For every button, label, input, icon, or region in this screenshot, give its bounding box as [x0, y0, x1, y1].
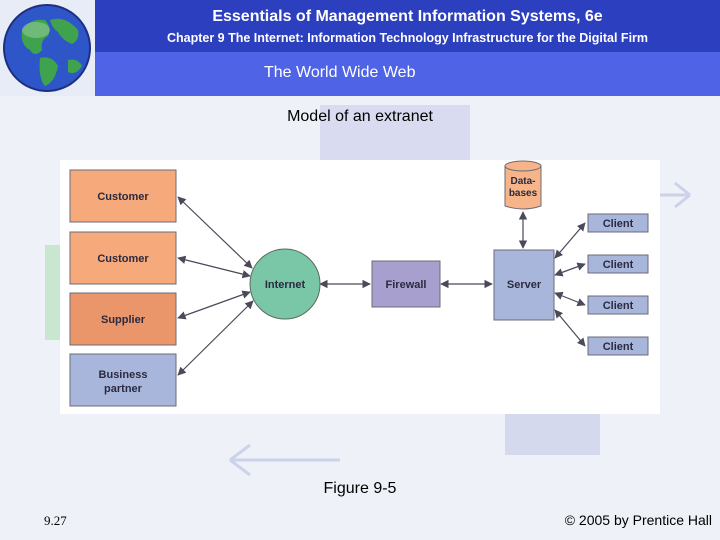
bg-shape — [320, 105, 470, 165]
bg-arrow — [229, 443, 340, 477]
server-node: Server — [493, 249, 555, 321]
internet-label: Internet — [265, 279, 306, 291]
connector-customer-1-internet — [177, 196, 253, 269]
client-label: Client — [603, 300, 634, 312]
partner-box: Supplier — [69, 292, 177, 346]
diagram-caption: Model of an extranet — [287, 108, 433, 125]
slide-title: Essentials of Management Information Sys… — [212, 8, 603, 25]
slide-header: Essentials of Management Information Sys… — [0, 0, 720, 96]
firewall-label: Firewall — [386, 279, 427, 291]
client-box: Client — [587, 295, 649, 315]
client-label: Client — [603, 341, 634, 353]
globe-logo-box — [0, 0, 95, 96]
connector-customer-2-internet — [177, 255, 251, 279]
copyright: © 2005 by Prentice Hall — [564, 512, 712, 528]
firewall-node: Firewall — [371, 260, 441, 308]
connectors — [177, 196, 586, 376]
client-box: Client — [587, 213, 649, 233]
figure-label: Figure 9-5 — [323, 480, 397, 497]
globe-icon — [3, 4, 91, 92]
section-title: The World Wide Web — [264, 64, 416, 81]
server-label: Server — [507, 279, 542, 291]
bg-arrow — [655, 181, 691, 209]
slide-subtitle: Chapter 9 The Internet: Information Tech… — [166, 31, 649, 45]
partner-box: Customer — [69, 169, 177, 223]
partner-label: Customer — [97, 253, 149, 265]
client-box: Client — [587, 254, 649, 274]
header-bar-bottom — [95, 52, 720, 96]
client-label: Client — [603, 218, 634, 230]
page-number: 9.27 — [44, 513, 67, 528]
client-box: Client — [587, 336, 649, 356]
connector-server-client-4 — [554, 309, 586, 347]
partner-box: Customer — [69, 231, 177, 285]
connector-partner-internet — [177, 300, 254, 376]
header-bar-top — [95, 0, 720, 52]
connector-server-client-3 — [554, 291, 586, 307]
bg-shape — [505, 410, 600, 455]
partner-label: Customer — [97, 191, 149, 203]
internet-node: Internet — [249, 248, 321, 320]
partner-label: Supplier — [101, 314, 146, 326]
database-icon: Data-bases — [504, 160, 542, 210]
connector-server-client-2 — [554, 262, 586, 277]
connector-server-client-1 — [554, 222, 586, 259]
client-label: Client — [603, 259, 634, 271]
database-label: Data-bases — [509, 176, 538, 199]
